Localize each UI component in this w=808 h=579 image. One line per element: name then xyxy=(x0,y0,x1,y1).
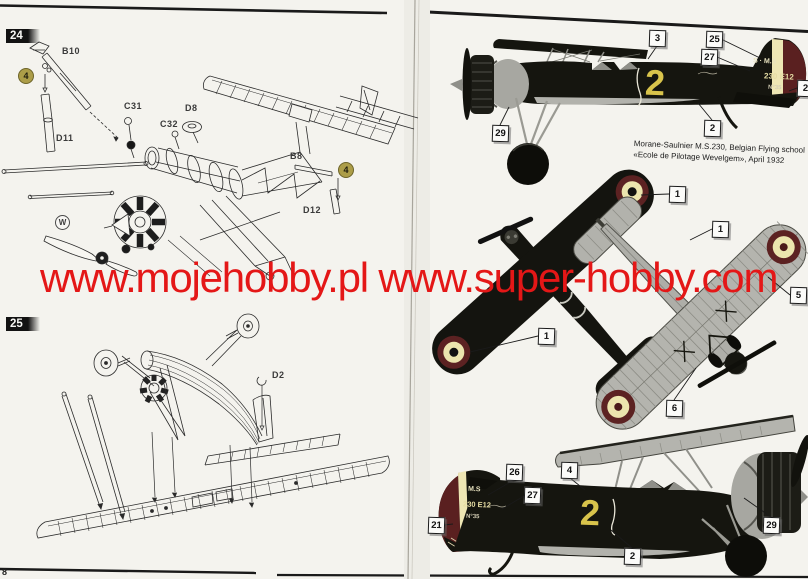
tail-text-top-1: S · M.S xyxy=(752,57,777,66)
callout-26: 26 xyxy=(505,463,524,482)
tail-text-top-2: 230 E12 xyxy=(763,71,794,82)
tail-text-bottom-1: M.S xyxy=(467,485,481,494)
detail-marker-w: W xyxy=(55,215,70,230)
callout-2-b: 2 xyxy=(623,547,642,566)
paint-marker-4-a: 4 xyxy=(18,68,34,84)
step-25-diagram xyxy=(36,313,390,539)
callout-6: 6 xyxy=(665,399,684,418)
fuselage-code-top: 2 xyxy=(644,61,666,104)
page-number: 8 xyxy=(2,567,8,577)
bottom-view-gray xyxy=(573,196,808,430)
part-label-c32: C32 xyxy=(160,119,179,129)
part-label-b8: B8 xyxy=(290,151,303,161)
tail-text-bottom-2: 230 E12 xyxy=(462,499,492,510)
watermark-text: www.mojehobby.pl www.super-hobby.com xyxy=(40,254,778,301)
part-label-d11: D11 xyxy=(56,133,74,143)
step-24-diagram xyxy=(1,41,419,281)
callout-1-a: 1 xyxy=(668,185,687,204)
callout-2-tail: 2 xyxy=(796,79,808,98)
step-25-badge: 25 xyxy=(6,317,40,331)
callout-leader-lines xyxy=(443,38,798,549)
callout-29: 29 xyxy=(491,124,510,143)
profile-view-right-facing xyxy=(438,414,808,577)
part-label-d12: D12 xyxy=(303,205,322,215)
callout-3: 3 xyxy=(648,29,667,48)
part-label-d8: D8 xyxy=(185,103,198,113)
paint-marker-4-b: 4 xyxy=(338,162,354,178)
fuselage-code-bottom: 2 xyxy=(579,491,601,534)
part-label-c31: C31 xyxy=(124,101,143,111)
callout-27: 27 xyxy=(700,48,719,67)
page-border-rules xyxy=(0,4,808,579)
callout-27-b: 27 xyxy=(523,486,542,505)
callout-4: 4 xyxy=(560,461,579,480)
callout-21: 21 xyxy=(427,516,446,535)
tail-text-top-3: N°35 xyxy=(767,84,782,92)
callout-29-b: 29 xyxy=(762,516,781,535)
callout-1-b: 1 xyxy=(537,327,556,346)
callout-5: 5 xyxy=(789,286,808,305)
step-24-badge: 24 xyxy=(6,29,40,43)
part-label-d2: D2 xyxy=(272,370,285,380)
tail-text-bottom-3: N°35 xyxy=(465,513,480,521)
page-gutter-divider xyxy=(404,0,430,579)
callout-25: 25 xyxy=(705,30,724,49)
part-label-b10: B10 xyxy=(62,46,81,56)
callout-1-c: 1 xyxy=(711,220,730,239)
callout-2-fuselage: 2 xyxy=(703,119,722,138)
